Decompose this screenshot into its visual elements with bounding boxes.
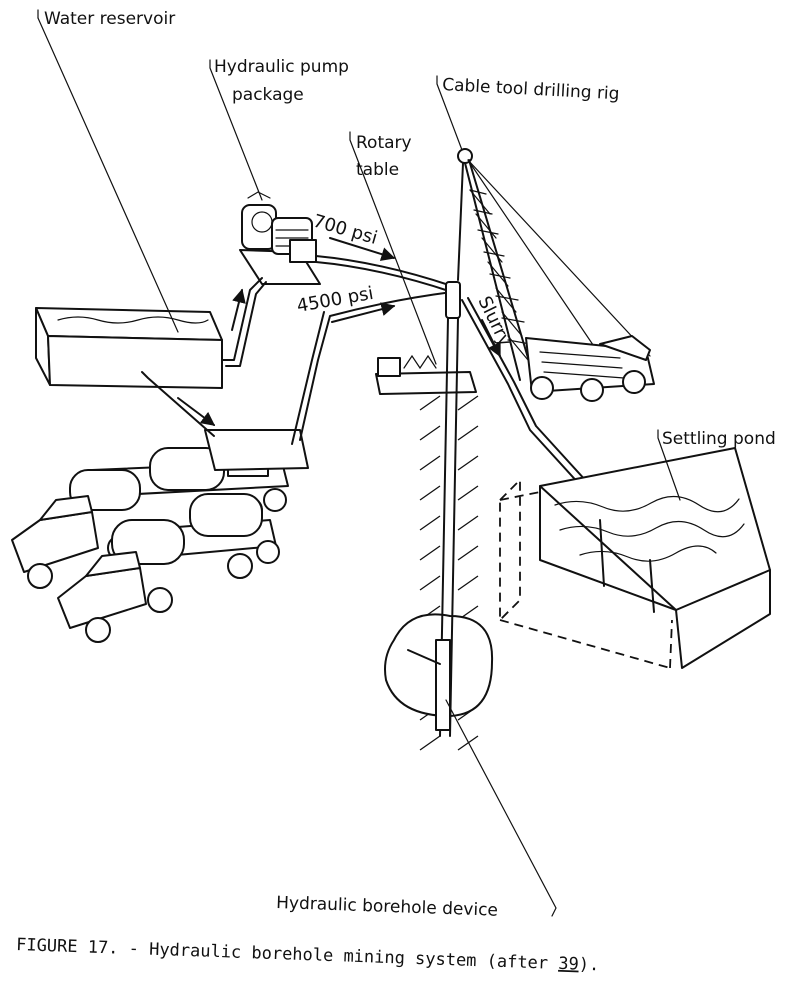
label-hydraulic-pump: Hydraulic pump — [214, 57, 349, 77]
water-reservoir — [35, 307, 223, 389]
rotary-table — [375, 354, 477, 395]
label-water-reservoir: Water reservoir — [44, 9, 175, 29]
caption-suffix: ). — [578, 955, 599, 976]
figure-caption: FIGURE 17. - Hydraulic borehole mining s… — [16, 935, 600, 975]
label-4500-psi: 4500 psi — [295, 283, 375, 317]
cable-tool-drilling-rig — [457, 148, 655, 402]
label-rotary: Rotary — [356, 133, 412, 153]
arrow-slurry — [481, 319, 501, 358]
label-cable-tool-drilling-rig: Cable tool drilling rig — [442, 75, 620, 104]
leader-lines — [37, 9, 681, 917]
arrow-reservoir-to-trucks — [177, 397, 216, 426]
label-table: table — [356, 160, 399, 180]
borehole — [384, 281, 494, 751]
label-hydraulic-borehole-device: Hydraulic borehole device — [276, 893, 498, 921]
label-settling-pond: Settling pond — [662, 429, 776, 449]
pump-truck-front — [57, 493, 280, 643]
arrow-4500psi — [331, 302, 396, 323]
caption-reference: 39 — [558, 954, 579, 975]
pump-trucks — [11, 429, 309, 643]
label-pump-package: package — [232, 85, 304, 105]
arrow-reservoir-to-pump — [231, 288, 246, 331]
arrow-700psi — [329, 237, 396, 261]
caption-prefix: FIGURE 17. - Hydraulic borehole mining s… — [16, 935, 559, 974]
hydraulic-pump-package — [239, 191, 321, 285]
settling-pond — [499, 447, 771, 669]
flow-arrows — [177, 237, 501, 426]
